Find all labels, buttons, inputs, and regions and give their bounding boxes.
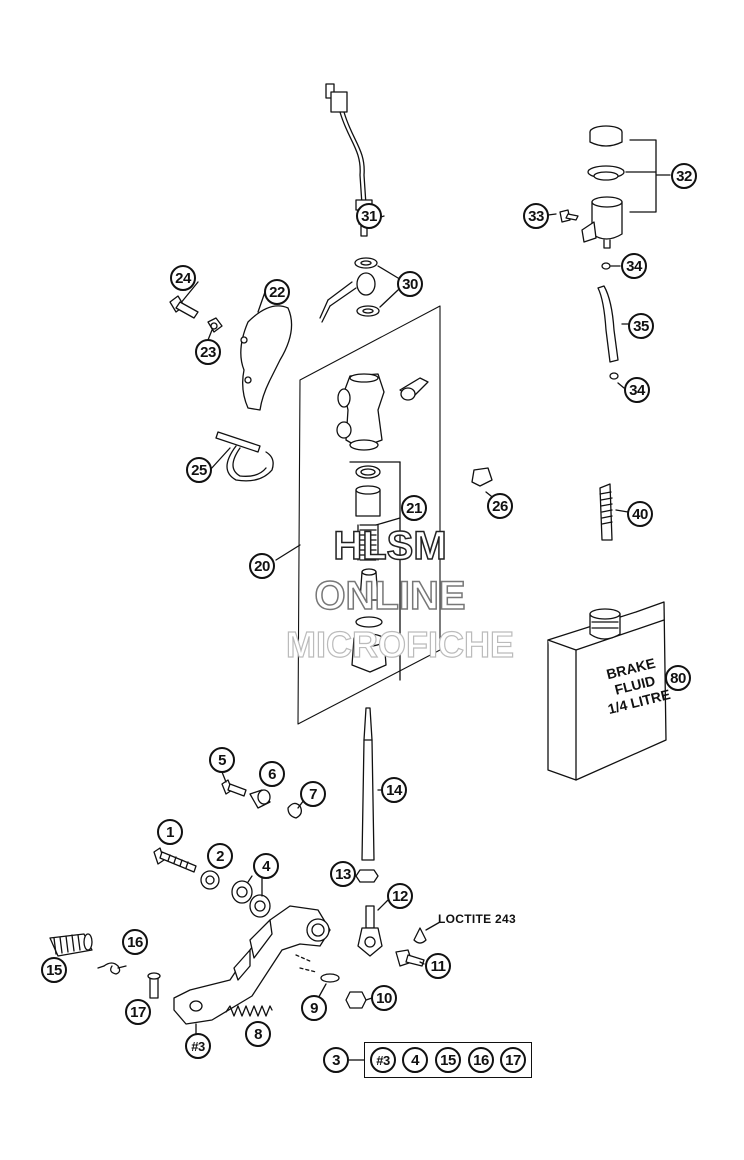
bolt-1 (153, 847, 197, 873)
clevis (357, 899, 389, 957)
kit-item-15: 15 (435, 1047, 461, 1073)
footrest (49, 933, 93, 957)
callout-23: 23 (195, 339, 221, 365)
callout-32: 32 (671, 163, 697, 189)
return-spring (225, 1005, 273, 1017)
master-cylinder-internals (349, 461, 401, 681)
kit-item-hash-3: #3 (370, 1047, 396, 1073)
callout-30: 30 (397, 271, 423, 297)
callout-20: 20 (249, 553, 275, 579)
callout-25: 25 (186, 457, 212, 483)
callout-6: 6 (259, 761, 285, 787)
kit-callout-3: 3 (323, 1047, 349, 1073)
callout-22: 22 (264, 279, 290, 305)
kit-item-17: 17 (500, 1047, 526, 1073)
callout-15: 15 (41, 957, 67, 983)
banjo-washers (319, 257, 380, 323)
callout-24: 24 (170, 265, 196, 291)
master-cylinder-body (336, 373, 429, 451)
callout-5: 5 (209, 747, 235, 773)
cable-tie (215, 431, 274, 482)
callout-4: 4 (253, 853, 279, 879)
callout-8: 8 (245, 1021, 271, 1047)
push-rod (361, 707, 387, 861)
guard-cover (240, 305, 293, 411)
callout-10: 10 (371, 985, 397, 1011)
callout-2: 2 (207, 843, 233, 869)
kit-contents-box (364, 1042, 532, 1078)
callout-13: 13 (330, 861, 356, 887)
loctite-note: LOCTITE 243 (438, 912, 516, 926)
callout-17: 17 (125, 999, 151, 1025)
callout-80: 80 (665, 665, 691, 691)
bolt-11 (395, 949, 425, 967)
brake-pedal (173, 905, 331, 1025)
watermark-line-1: HLSM (333, 523, 448, 569)
callout-35: 35 (628, 313, 654, 339)
kit-item-4: 4 (402, 1047, 428, 1073)
callout-31: 31 (356, 203, 382, 229)
callout-1: 1 (157, 819, 183, 845)
callout-11: 11 (425, 953, 451, 979)
callout-21: 21 (401, 495, 427, 521)
callout-16: 16 (122, 929, 148, 955)
watermark-line-3: MICROFICHE (285, 623, 514, 665)
callout-14: 14 (381, 777, 407, 803)
callout-hash-3: #3 (185, 1033, 211, 1059)
callout-12: 12 (387, 883, 413, 909)
brake-fluid-reservoir (559, 125, 625, 249)
callout-34-top: 34 (621, 253, 647, 279)
callout-7: 7 (300, 781, 326, 807)
callout-34-bottom: 34 (624, 377, 650, 403)
master-cylinder-box (297, 305, 441, 725)
brake-fluid-container (547, 601, 667, 781)
kit-item-16: 16 (468, 1047, 494, 1073)
callout-9: 9 (301, 995, 327, 1021)
callout-26: 26 (487, 493, 513, 519)
callout-33: 33 (523, 203, 549, 229)
watermark-line-2: ONLINE (314, 573, 467, 619)
callout-40: 40 (627, 501, 653, 527)
